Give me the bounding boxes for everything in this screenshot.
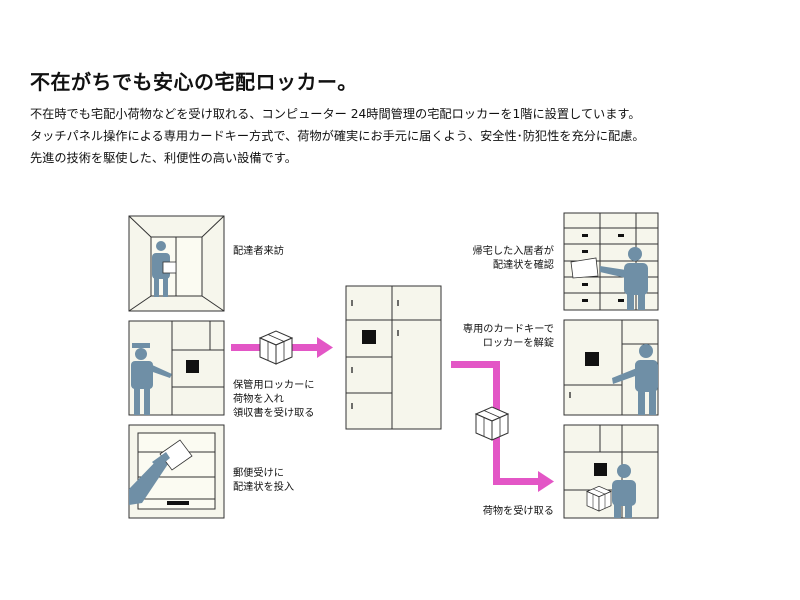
panel-resident-check	[563, 212, 659, 311]
description-line: 不在時でも宅配小荷物などを受け取れる、コンピューター 24時間管理の宅配ロッカー…	[30, 107, 641, 121]
description: 不在時でも宅配小荷物などを受け取れる、コンピューター 24時間管理の宅配ロッカー…	[30, 103, 645, 169]
description-line: 先進の技術を駆使した、利便性の高い設備です。	[30, 151, 297, 165]
parcel-icon	[259, 330, 293, 365]
step-caption-unlock-locker: 専用のカードキーで ロッカーを解錠	[462, 324, 554, 349]
step-caption-store-parcel: 保管用ロッカーに 荷物を入れ 領収書を受け取る	[233, 380, 315, 419]
parcel-icon	[475, 406, 509, 441]
description-line: タッチパネル操作による専用カードキー方式で、荷物が確実にお手元に届くよう、安全性…	[30, 129, 645, 143]
resident-icon	[600, 247, 648, 310]
touch-panel-icon	[186, 360, 199, 373]
resident-icon	[612, 344, 658, 415]
step-caption-delivery-arrival: 配達者来訪	[233, 246, 284, 257]
parcel-icon	[586, 485, 612, 512]
panel-pickup-parcel	[563, 424, 659, 519]
center-locker	[345, 285, 442, 430]
touch-panel-icon	[362, 330, 376, 344]
panel-unlock-locker	[563, 319, 659, 416]
delivery-person-icon	[131, 343, 172, 415]
panel-store-parcel	[128, 320, 225, 416]
step-caption-mailbox: 郵便受けに 配達状を投入	[233, 468, 295, 493]
hand-inserting-notice-icon	[129, 439, 193, 505]
mail-slot-icon	[167, 501, 189, 505]
panel-mailbox	[128, 424, 225, 519]
page-title: 不在がちでも安心の宅配ロッカー。	[30, 70, 358, 94]
delivery-person-icon	[152, 241, 177, 297]
step-caption-resident-check: 帰宅した入居者が 配達状を確認	[472, 246, 555, 271]
panel-delivery-arrival	[128, 215, 225, 312]
touch-panel-icon	[585, 352, 599, 366]
resident-icon	[612, 464, 636, 518]
touch-panel-icon	[594, 463, 607, 476]
step-caption-pickup-parcel: 荷物を受け取る	[482, 506, 554, 517]
